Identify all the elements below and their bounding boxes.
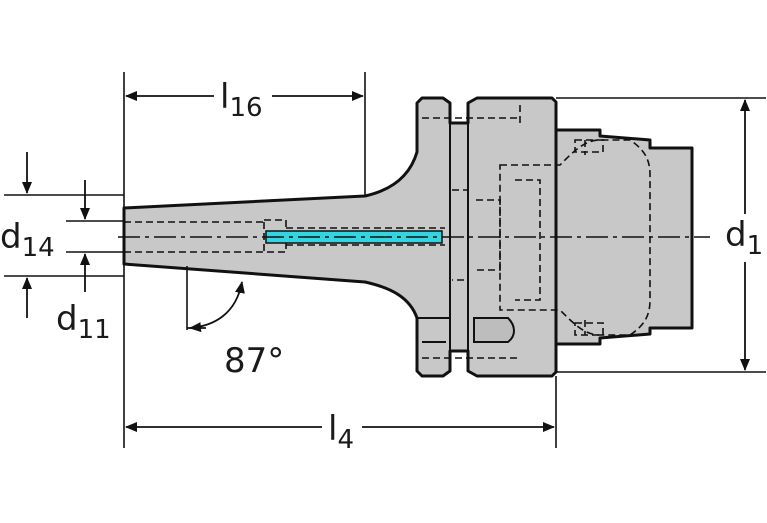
svg-text:d14: d14: [0, 217, 55, 263]
label-d14-main: d: [0, 217, 22, 257]
label-l16: l16: [220, 77, 263, 123]
hidden-lines: [124, 105, 651, 359]
label-l16-main: l: [220, 77, 229, 117]
svg-text:l16: l16: [220, 77, 263, 123]
label-d14-sub: 14: [22, 233, 55, 263]
svg-text:l4: l4: [328, 409, 354, 455]
label-d11-sub: 11: [78, 315, 111, 345]
label-d1-sub: 1: [747, 231, 764, 261]
label-angle: 87°: [224, 341, 284, 381]
label-l4: l4: [328, 409, 354, 455]
label-d1-main: d: [725, 215, 747, 255]
label-d14: d14: [0, 217, 55, 263]
svg-text:d1: d1: [725, 215, 763, 261]
label-l16-sub: 16: [229, 93, 262, 123]
label-l4-main: l: [328, 409, 337, 449]
label-d11: d11: [56, 299, 111, 345]
label-d11-main: d: [56, 299, 78, 339]
label-l4-sub: 4: [337, 425, 354, 455]
extension-lines: [4, 72, 766, 448]
dim-angle: [187, 281, 245, 333]
svg-text:d11: d11: [56, 299, 111, 345]
label-d1: d1: [725, 215, 763, 261]
